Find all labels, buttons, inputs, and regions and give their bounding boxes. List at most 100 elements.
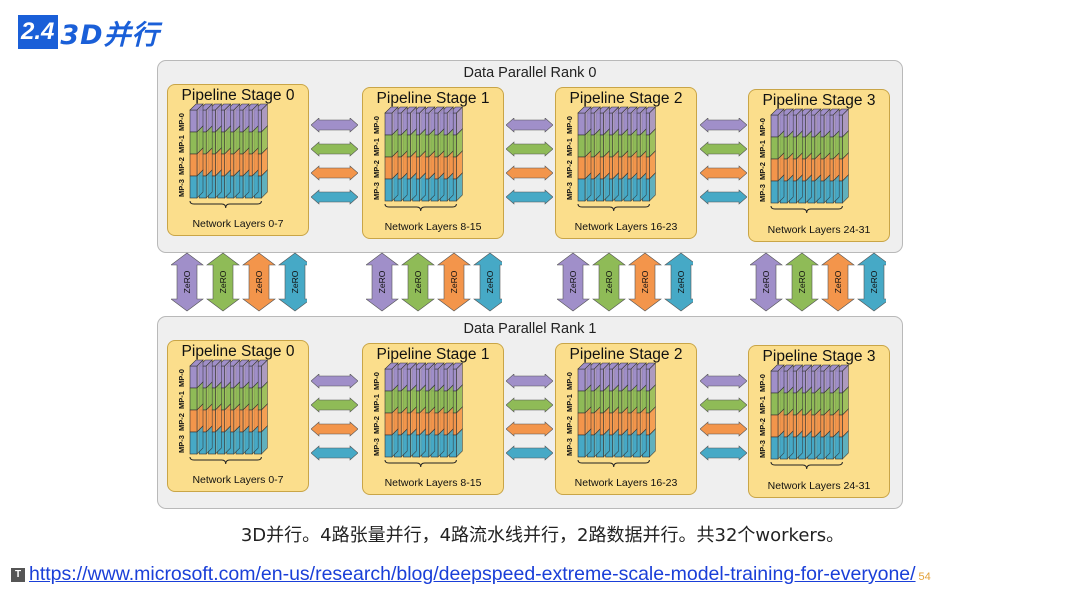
mp-label: MP-1 — [372, 138, 381, 156]
model-layers-graphic: MP-0MP-1MP-2MP-3 — [758, 108, 850, 214]
mp-label: MP-3 — [372, 182, 381, 200]
zero-label: ZeRO — [182, 270, 192, 293]
stage-title: Pipeline Stage 2 — [569, 90, 683, 107]
stage-layer-range: Network Layers 24-31 — [767, 480, 871, 492]
double-arrow-icon — [700, 421, 747, 437]
mp-label: MP-2 — [758, 418, 767, 436]
pipeline-comm-arrows — [311, 118, 358, 205]
zero-label: ZeRO — [869, 270, 879, 293]
zero-arrow-icon — [278, 252, 307, 312]
mp-label: MP-0 — [758, 118, 767, 136]
slide-title: 3D并行 — [60, 19, 160, 51]
stage-title: Pipeline Stage 1 — [376, 346, 490, 363]
slide-header: 2.4 3D并行 — [18, 14, 160, 51]
zero-arrow-icon — [750, 252, 783, 312]
mp-label: MP-2 — [177, 157, 186, 175]
pipeline-comm-arrows — [506, 374, 553, 461]
zero-label: ZeRO — [254, 270, 264, 293]
zero-label: ZeRO — [449, 270, 459, 293]
zero-arrow-icon — [628, 252, 662, 312]
zero-arrow-icon — [171, 252, 204, 312]
mp-label: MP-2 — [177, 413, 186, 431]
zero-label: ZeRO — [761, 270, 771, 293]
double-arrow-icon — [311, 445, 358, 461]
source-link[interactable]: https://www.microsoft.com/en-us/research… — [29, 563, 916, 585]
mp-label: MP-0 — [177, 369, 186, 387]
zero-label: ZeRO — [640, 270, 650, 293]
zero-label: ZeRO — [290, 270, 300, 293]
double-arrow-icon — [311, 189, 358, 205]
zero-label: ZeRO — [218, 270, 228, 293]
double-arrow-icon — [506, 118, 553, 133]
mp-label: MP-3 — [758, 440, 767, 458]
stage-layer-range: Network Layers 8-15 — [384, 477, 482, 489]
zero-arrow-icon — [401, 252, 435, 312]
mp-label: MP-3 — [177, 435, 186, 453]
double-arrow-icon — [700, 374, 747, 389]
mp-label: MP-3 — [565, 438, 574, 456]
mp-label: MP-1 — [177, 135, 186, 153]
double-arrow-icon — [506, 165, 553, 181]
zero-arrows: ZeRO ZeRO ZeRO ZeRO — [750, 252, 886, 312]
stage-layer-range: Network Layers 16-23 — [574, 477, 678, 489]
zero-arrow-icon — [206, 252, 240, 312]
double-arrow-icon — [700, 397, 747, 413]
mp-label: MP-1 — [758, 396, 767, 414]
double-arrow-icon — [700, 118, 747, 133]
zero-arrow-icon — [857, 252, 886, 312]
caption: 3D并行。4路张量并行，4路流水线并行，2路数据并行。共32个workers。 — [240, 525, 845, 546]
zero-arrows: ZeRO ZeRO ZeRO ZeRO — [171, 252, 307, 312]
double-arrow-icon — [311, 141, 358, 157]
model-layers-graphic: MP-0MP-1MP-2MP-3 — [177, 359, 269, 465]
zero-label: ZeRO — [833, 270, 843, 293]
zero-arrow-icon — [592, 252, 626, 312]
model-layers-graphic: MP-0MP-1MP-2MP-3 — [177, 103, 269, 209]
zero-arrow-icon — [664, 252, 693, 312]
zero-label: ZeRO — [604, 270, 614, 293]
mp-label: MP-0 — [565, 116, 574, 134]
mp-label: MP-0 — [758, 374, 767, 392]
stage-layer-range: Network Layers 0-7 — [192, 474, 284, 486]
section-number: 2.4 — [18, 15, 59, 49]
double-arrow-icon — [311, 165, 358, 181]
double-arrow-icon — [700, 445, 747, 461]
stage-title: Pipeline Stage 1 — [376, 90, 490, 107]
double-arrow-icon — [506, 141, 553, 157]
pipeline-comm-arrows — [700, 118, 747, 205]
mp-label: MP-1 — [758, 140, 767, 158]
mp-label: MP-0 — [372, 372, 381, 390]
stage-title: Pipeline Stage 0 — [181, 343, 295, 360]
double-arrow-icon — [506, 421, 553, 437]
stage-title: Pipeline Stage 3 — [762, 348, 876, 365]
double-arrow-icon — [506, 445, 553, 461]
zero-arrow-icon — [821, 252, 855, 312]
mp-label: MP-2 — [565, 160, 574, 178]
pipeline-comm-arrows — [311, 374, 358, 461]
model-layers-graphic: MP-0MP-1MP-2MP-3 — [565, 362, 657, 468]
model-layers-graphic: MP-0MP-1MP-2MP-3 — [758, 364, 850, 470]
zero-label: ZeRO — [797, 270, 807, 293]
double-arrow-icon — [311, 421, 358, 437]
double-arrow-icon — [506, 374, 553, 389]
zero-label: ZeRO — [568, 270, 578, 293]
model-layers-graphic: MP-0MP-1MP-2MP-3 — [372, 362, 464, 468]
rank-label: Data Parallel Rank 0 — [463, 65, 597, 81]
zero-arrow-icon — [557, 252, 590, 312]
pipeline-comm-arrows — [506, 118, 553, 205]
zero-arrow-icon — [785, 252, 819, 312]
double-arrow-icon — [700, 141, 747, 157]
double-arrow-icon — [311, 397, 358, 413]
stage-layer-range: Network Layers 16-23 — [574, 221, 678, 233]
double-arrow-icon — [311, 118, 358, 133]
double-arrow-icon — [700, 165, 747, 181]
stage-layer-range: Network Layers 24-31 — [767, 224, 871, 236]
zero-label: ZeRO — [413, 270, 423, 293]
stage-layer-range: Network Layers 0-7 — [192, 218, 284, 230]
